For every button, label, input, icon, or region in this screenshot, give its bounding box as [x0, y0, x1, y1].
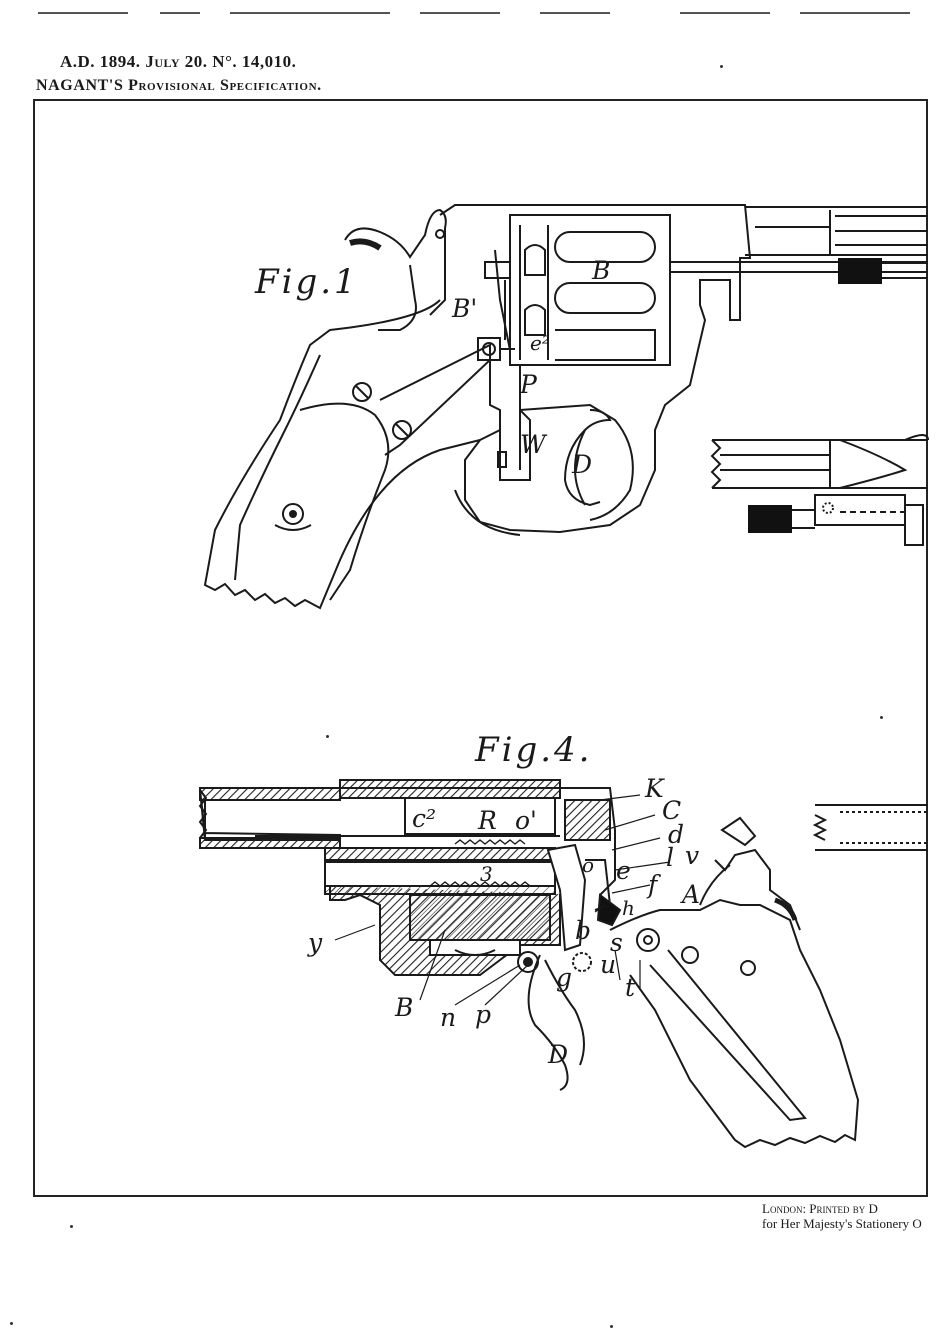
fig4-part-n: n	[440, 1003, 457, 1032]
imprint-line-2: for Her Majesty's Stationery O	[762, 1216, 922, 1231]
fig4-part-s: s	[610, 928, 623, 957]
fig1-barrel	[745, 206, 928, 284]
fig4-detail	[812, 804, 928, 851]
scan-edge-mark	[800, 12, 910, 14]
fig1-label: Fig.1	[255, 262, 359, 302]
fig4-leaders	[334, 794, 671, 1006]
fig4-part-f: f	[648, 870, 658, 899]
fig4-part-p: p	[475, 1000, 492, 1029]
fig4-trigger	[517, 951, 592, 1091]
fig4-label: Fig.4.	[475, 730, 593, 770]
fig4-part-g: g	[556, 963, 573, 992]
scan-speck	[326, 735, 329, 738]
fig4-frame-rear	[546, 787, 622, 952]
fig1-part-P: P	[520, 370, 537, 399]
printer-imprint: London: Printed by D for Her Majesty's S…	[762, 1201, 932, 1231]
fig1-detail	[710, 434, 929, 546]
fig4-part-c2: c²	[412, 804, 437, 833]
fig1-part-W: W	[520, 430, 546, 459]
fig1-grip	[203, 299, 481, 610]
fig1-part-B1: B'	[452, 294, 478, 323]
scan-edge-mark	[680, 12, 770, 14]
scan-edge-mark	[230, 12, 390, 14]
fig4-part-K: K	[645, 774, 664, 803]
fig1-hammer	[344, 208, 447, 331]
scan-speck	[610, 1325, 613, 1328]
fig1-pawl	[477, 337, 531, 481]
fig1-trigger	[454, 403, 634, 536]
header-date: July 20.	[145, 52, 208, 71]
fig4-part-d: d	[668, 820, 685, 849]
scan-speck	[720, 65, 723, 68]
fig1-cylinder	[519, 225, 745, 361]
scan-speck	[10, 1322, 13, 1325]
scan-edge-mark	[160, 12, 200, 14]
fig4-part-t: t	[625, 973, 636, 1002]
scan-edge-mark	[540, 12, 610, 14]
fig4-part-D: D	[548, 1040, 569, 1069]
fig4-part-o1: o'	[515, 806, 537, 835]
fig1-part-D: D	[572, 450, 593, 479]
fig4-part-y: y	[308, 928, 323, 957]
scan-edge-mark	[38, 12, 128, 14]
fig4-part-o: o	[582, 853, 595, 877]
fig4-part-l: l	[666, 843, 674, 872]
fig1-part-e2: e²	[530, 331, 550, 355]
fig4-part-v: v	[685, 841, 700, 870]
drawing-frame	[33, 99, 928, 1197]
fig1-part-B: B	[592, 256, 611, 285]
header-number: N°. 14,010.	[212, 52, 297, 71]
scan-speck	[880, 716, 883, 719]
header-ad: A.D. 1894.	[60, 52, 141, 71]
fig4-part-b: b	[575, 916, 592, 945]
fig4-part-u: u	[600, 950, 617, 979]
fig4-part-A: A	[682, 880, 701, 909]
imprint-line-1: London: Printed by D	[762, 1201, 878, 1216]
header-line: A.D. 1894. July 20. N°. 14,010.	[60, 52, 296, 72]
fig4-revolver	[198, 779, 928, 1149]
fig4-grip	[609, 816, 860, 1149]
fig4-part-h: h	[622, 896, 635, 920]
fig4-part-B: B	[395, 993, 414, 1022]
fig4-part-C: C	[662, 796, 682, 825]
fig4-part-R: R	[478, 806, 497, 835]
header-title: NAGANT'S Provisional Specification.	[36, 77, 322, 94]
fig4-part-e: e	[616, 856, 631, 885]
scan-speck	[70, 1225, 73, 1228]
fig1-revolver	[203, 204, 928, 610]
scan-edge-mark	[420, 12, 500, 14]
fig4-part-3: 3	[480, 862, 493, 886]
